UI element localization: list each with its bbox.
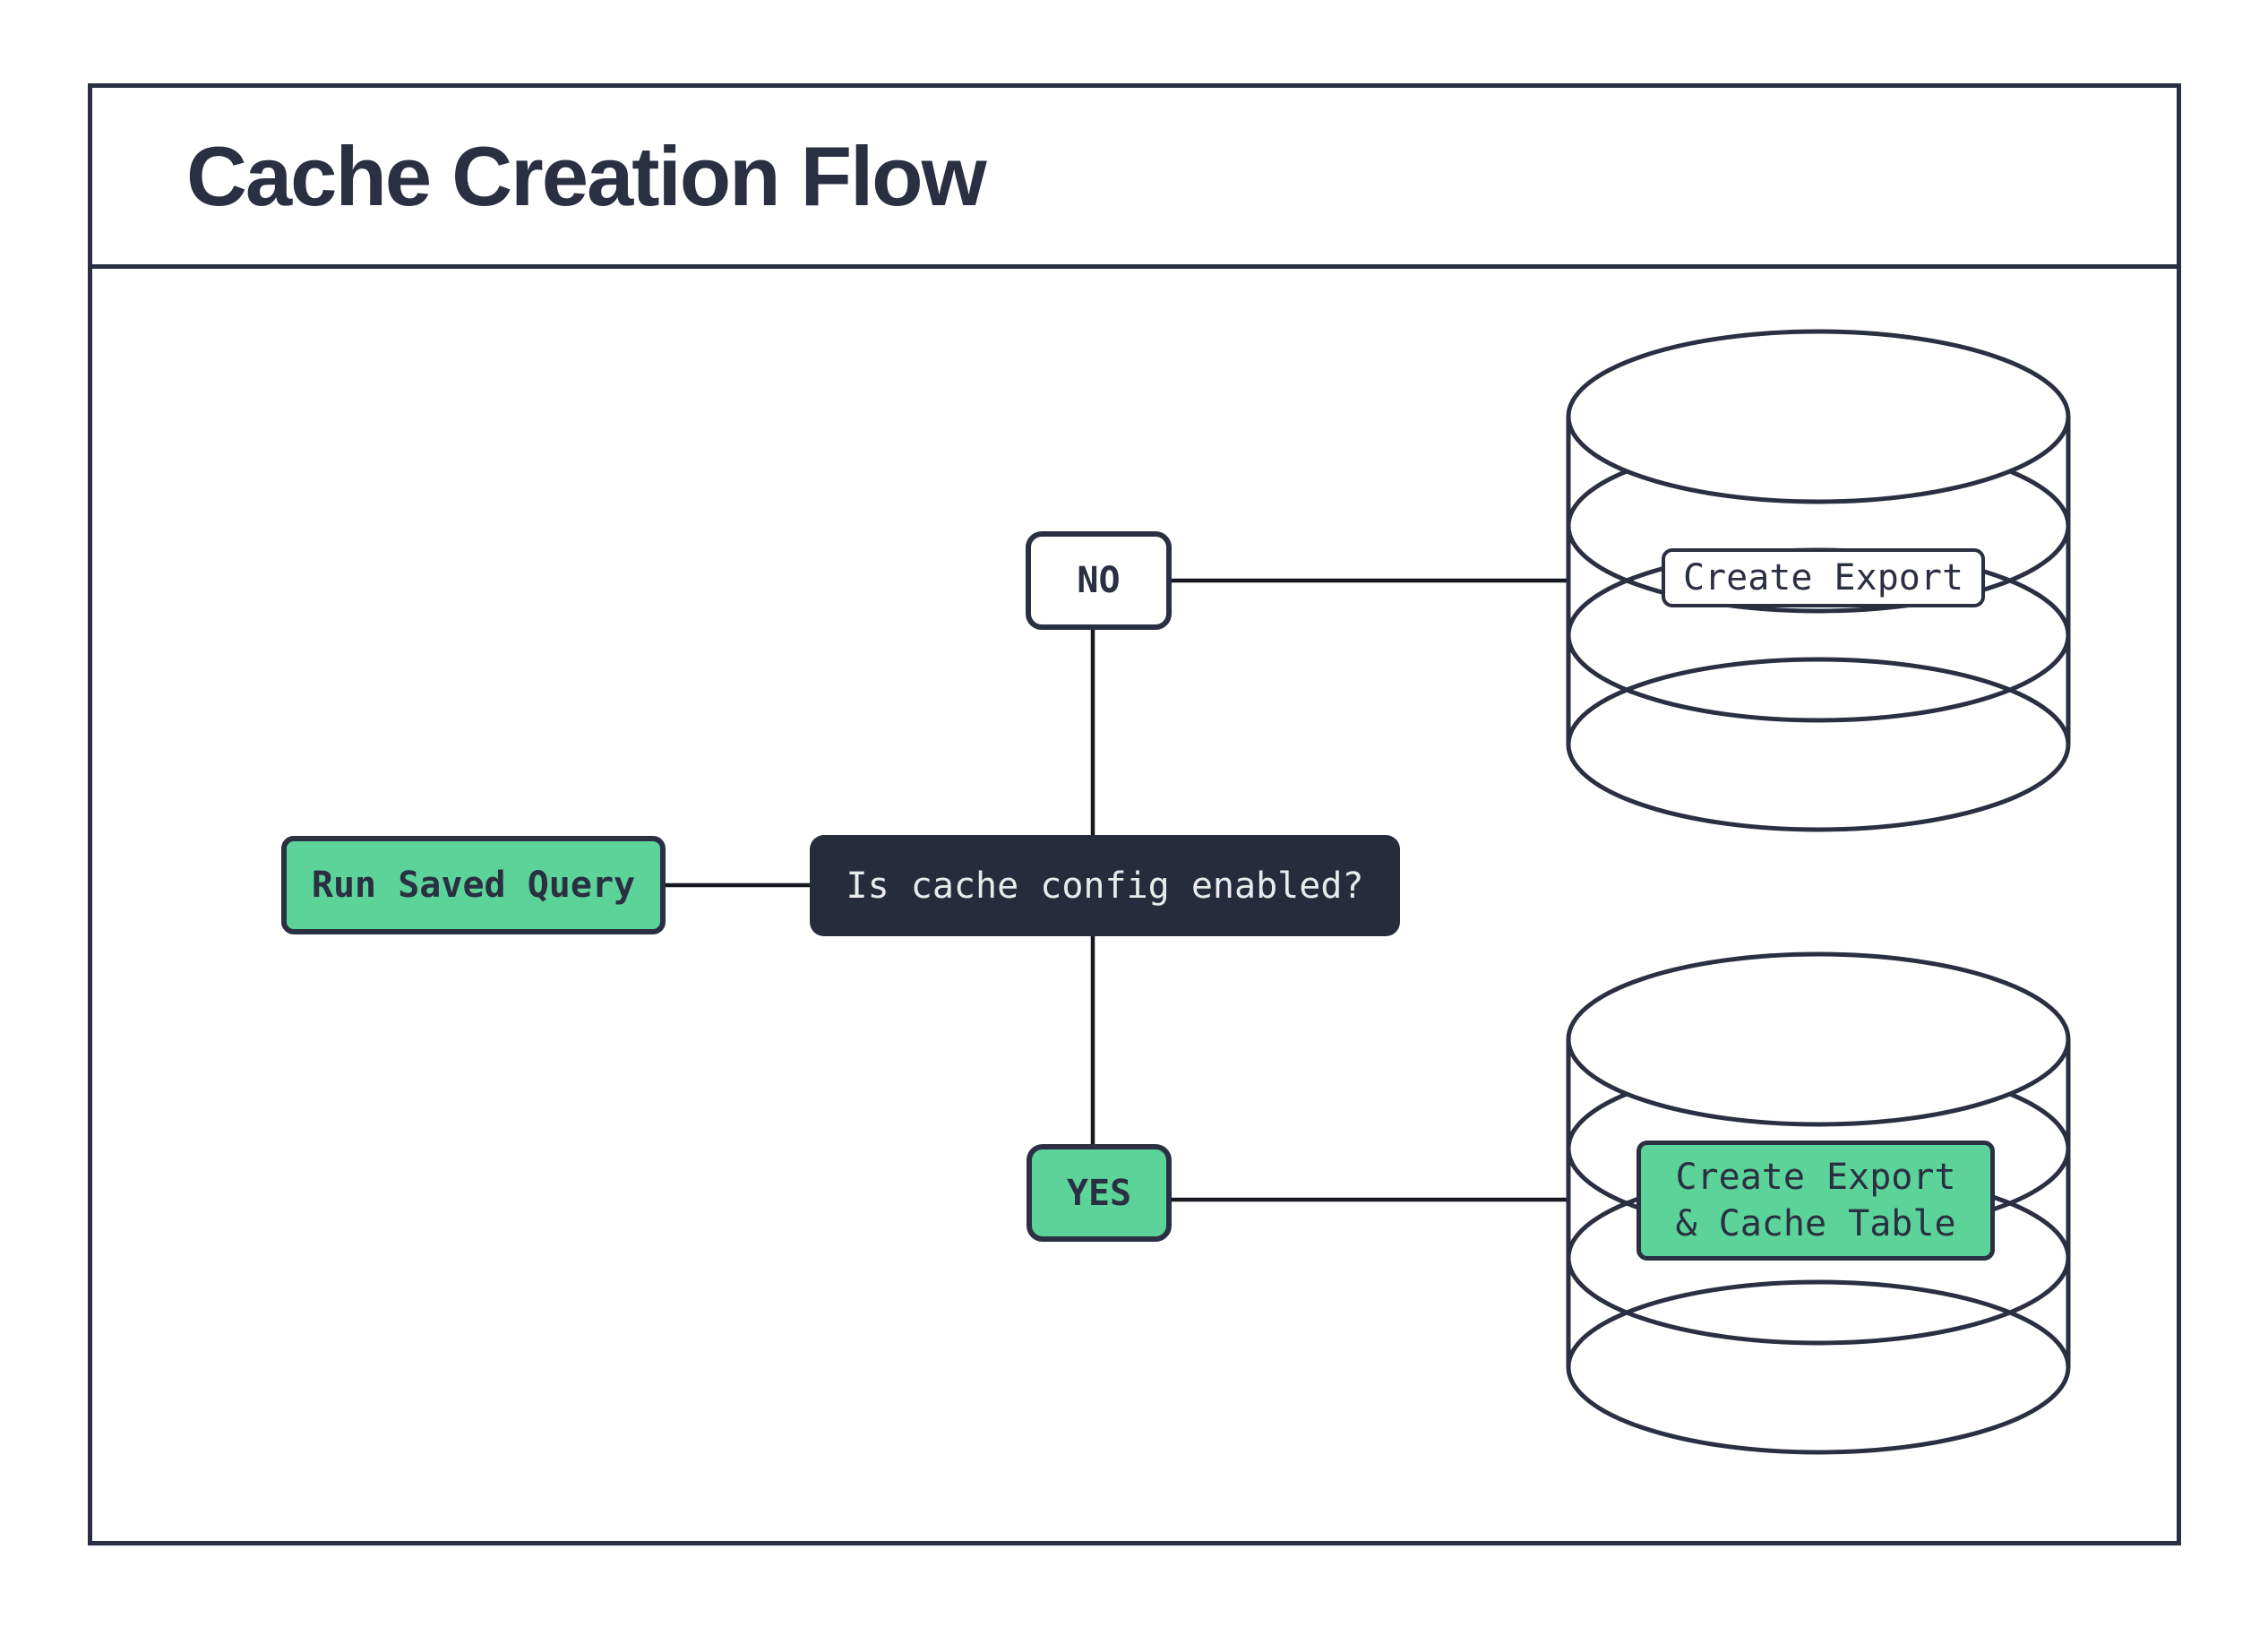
node-create-export-cache-table-line2: & Cache Table bbox=[1675, 1203, 1956, 1244]
database-cylinder-top bbox=[1566, 329, 2071, 832]
connector-lines bbox=[666, 578, 1570, 1202]
database-cylinder-bottom bbox=[1566, 951, 2071, 1455]
node-branch-no: NO bbox=[1026, 531, 1172, 630]
node-create-export-cache-table: Create Export & Cache Table bbox=[1637, 1141, 1995, 1261]
node-create-export: Create Export bbox=[1662, 548, 1985, 607]
node-create-export-cache-table-line1: Create Export bbox=[1675, 1157, 1956, 1198]
node-decision-cache-config: Is cache config enabled? bbox=[810, 835, 1400, 936]
page-title: Cache Creation Flow bbox=[186, 128, 987, 223]
diagram-title-bar: Cache Creation Flow bbox=[92, 88, 2177, 269]
node-run-saved-query: Run Saved Query bbox=[281, 836, 666, 934]
node-branch-yes: YES bbox=[1027, 1144, 1172, 1242]
